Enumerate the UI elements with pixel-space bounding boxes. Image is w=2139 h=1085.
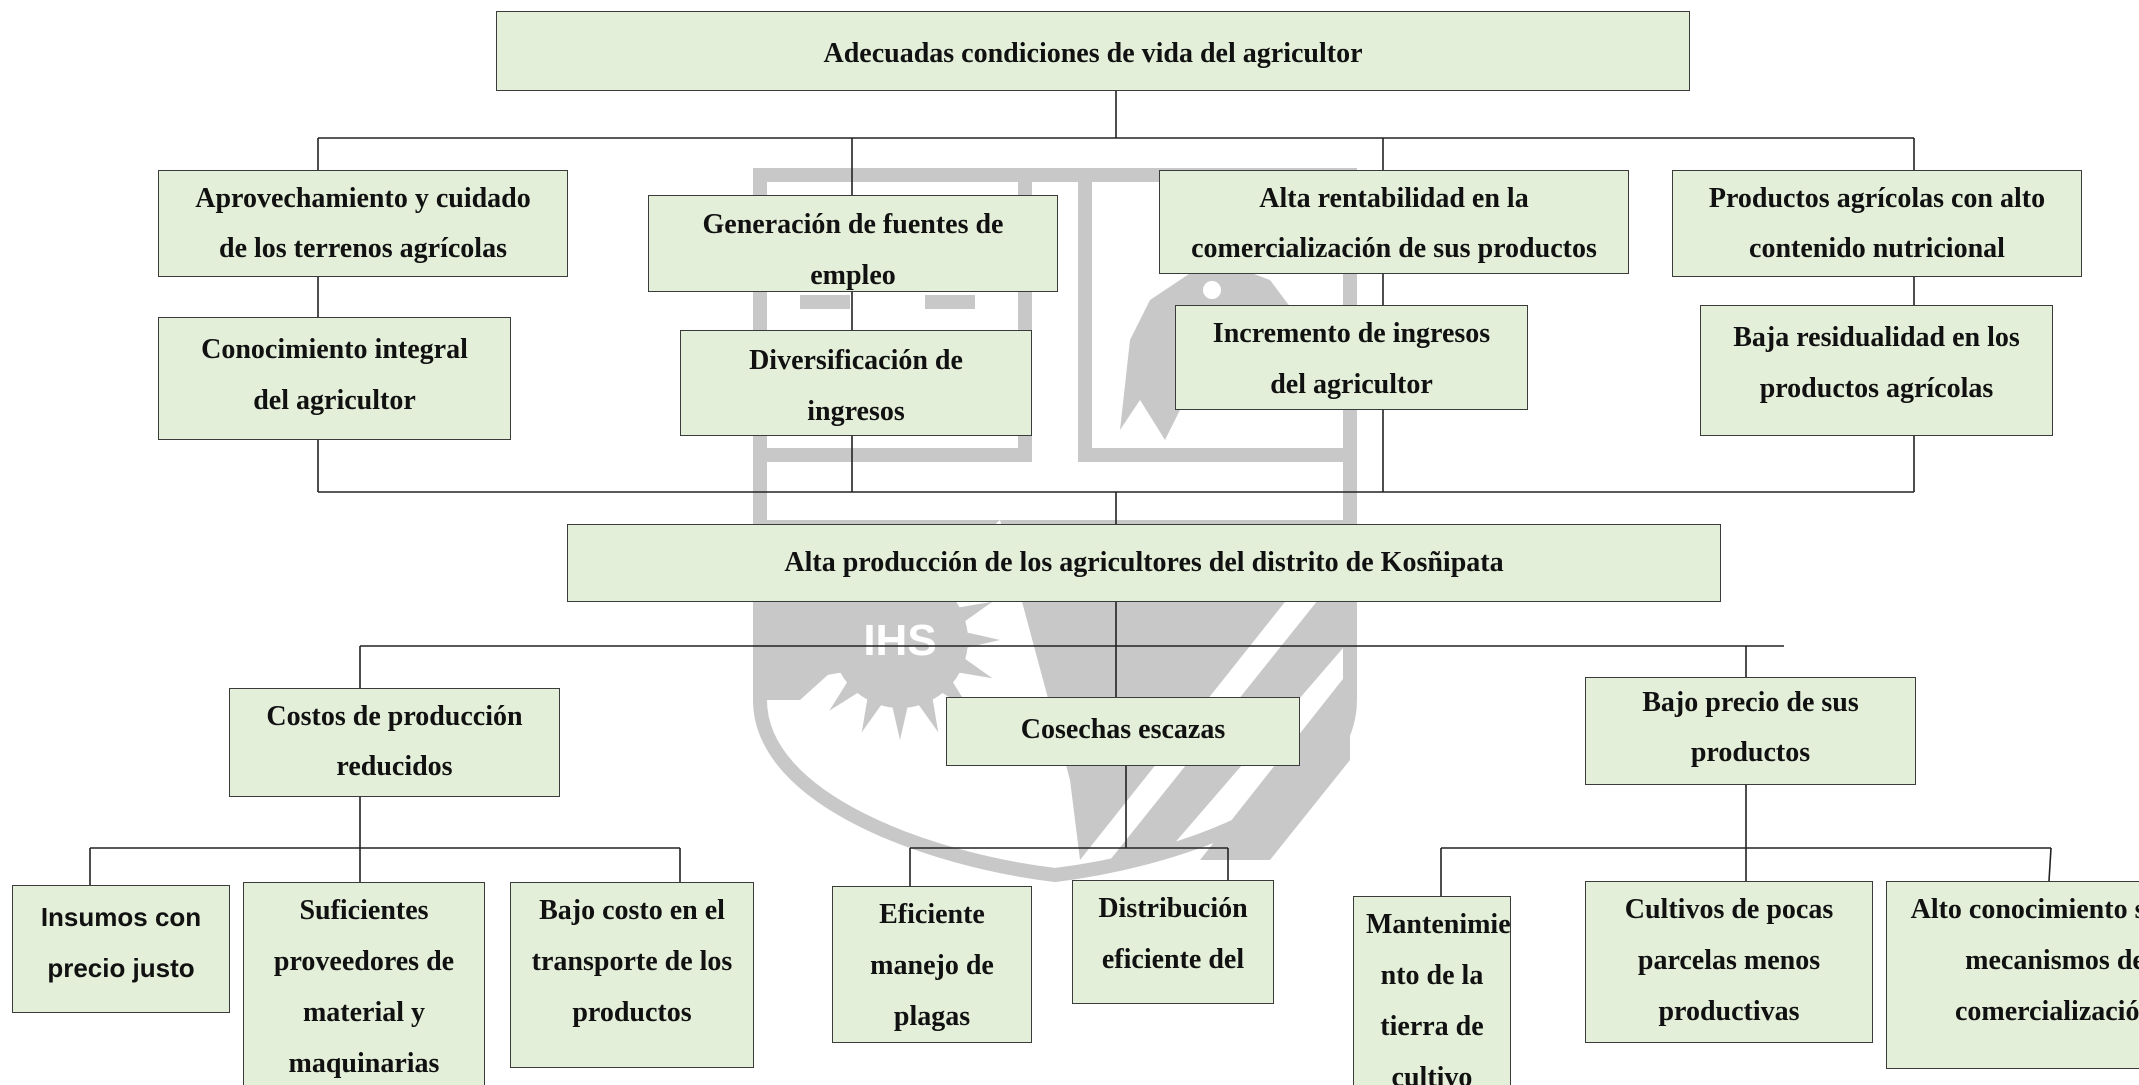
node-cosechas-escazas[interactable]: Cosechas escazas [946, 697, 1300, 766]
node-proveedores[interactable]: Suficientes proveedores de material y ma… [243, 882, 485, 1085]
node-conocimiento-integral[interactable]: Conocimiento integral del agricultor [158, 317, 511, 440]
node-alta-produccion[interactable]: Alta producción de los agricultores del … [567, 524, 1721, 602]
node-mantenimiento[interactable]: Mantenimie nto de la tierra de cultivo [1353, 896, 1511, 1085]
node-alto-conocimiento[interactable]: Alto conocimiento sobre mecanismos de co… [1886, 881, 2139, 1069]
node-cultivos-parcelas[interactable]: Cultivos de pocas parcelas menos product… [1585, 881, 1873, 1043]
sun-ray [892, 705, 908, 740]
node-baja-residualidad[interactable]: Baja residualidad en los productos agríc… [1700, 305, 2053, 436]
watermark-text: IHS [863, 616, 936, 665]
node-incremento-ingresos[interactable]: Incremento de ingresos del agricultor [1175, 305, 1528, 410]
sun-ray [807, 601, 843, 623]
node-aprovechamiento[interactable]: Aprovechamiento y cuidado de los terreno… [158, 170, 568, 277]
sun-ray [917, 697, 939, 733]
sun-ray [957, 657, 993, 679]
node-diversificacion-ingresos[interactable]: Diversificación de ingresos [680, 330, 1032, 436]
node-manejo-plagas[interactable]: Eficiente manejo de plagas [832, 886, 1032, 1043]
sun-ray [861, 697, 883, 733]
node-insumos[interactable]: Insumos con precio justo [12, 885, 230, 1013]
sun-ray [800, 632, 835, 648]
node-alta-rentabilidad[interactable]: Alta rentabilidad en la comercialización… [1159, 170, 1629, 274]
node-bajo-precio[interactable]: Bajo precio de sus productos [1585, 677, 1916, 785]
sun-ray [965, 632, 1000, 648]
node-distribucion[interactable]: Distribución eficiente del [1072, 880, 1274, 1004]
sun-ray [957, 601, 993, 623]
sun-ray [829, 680, 860, 711]
node-productos-nutricional[interactable]: Productos agrícolas con alto contenido n… [1672, 170, 2082, 277]
node-generacion-empleo[interactable]: Generación de fuentes de empleo [648, 195, 1058, 292]
node-adecuadas-condiciones[interactable]: Adecuadas condiciones de vida del agricu… [496, 11, 1690, 91]
node-transporte[interactable]: Bajo costo en el transporte de los produ… [510, 882, 754, 1068]
sun-ray [807, 657, 843, 679]
node-costos-produccion[interactable]: Costos de producción reducidos [229, 688, 560, 797]
